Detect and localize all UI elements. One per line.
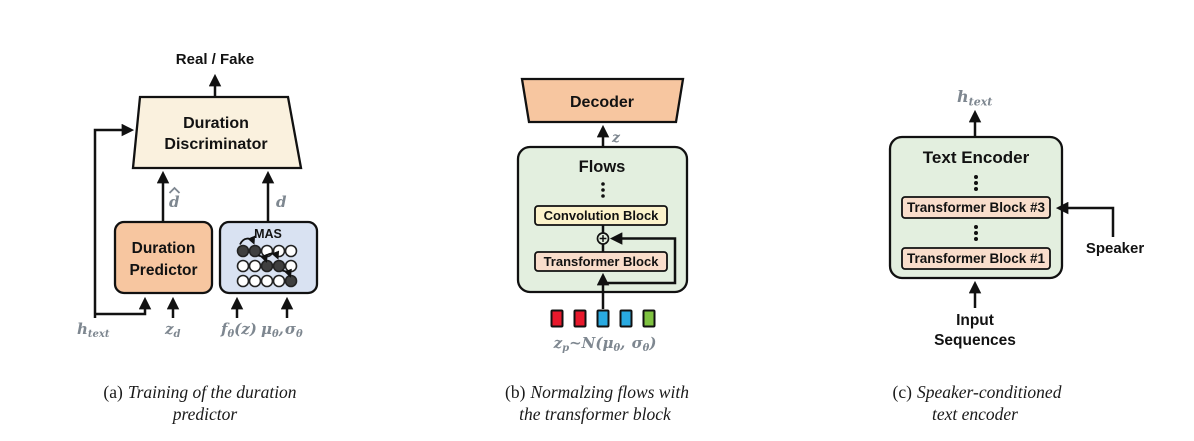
htext-label: htext [77, 320, 110, 340]
residual-connection-line [603, 232, 677, 285]
musigma-label: μθ,σθ [261, 320, 303, 340]
duration-predictor-label-line1: Duration [132, 240, 196, 257]
decoder-label: Decoder [570, 94, 634, 111]
prior-distribution-label: zp~N(μθ, σθ) [553, 334, 657, 354]
transformer-block-3-box [901, 196, 1051, 219]
mas-arc-2 [257, 253, 268, 263]
mas-arc-4 [281, 268, 292, 278]
duration-discriminator-box [131, 95, 303, 170]
text-encoder-label: Text Encoder [923, 148, 1030, 167]
panel-a-duration-training: Real / Fake Duration Discriminator Durat… [77, 51, 319, 424]
mas-node [248, 244, 262, 258]
mas-path-arrows [239, 235, 292, 278]
duration-discriminator-label-line1: Duration [183, 115, 249, 132]
htext-output-label: htext [957, 87, 992, 109]
caption-a-line1: (a)Training of the duration [103, 382, 296, 402]
mas-node [236, 274, 250, 288]
mas-node [248, 274, 262, 288]
convolution-block-box [534, 205, 668, 226]
htext-to-predictor-line [95, 296, 152, 316]
duration-predictor-box [113, 220, 214, 295]
flows-label: Flows [579, 158, 626, 176]
transformer-block-label: Transformer Block [544, 254, 660, 269]
vertical-ellipsis [601, 182, 605, 198]
zd-label: zd [164, 320, 181, 340]
duration-discriminator-label-line2: Discriminator [164, 136, 267, 153]
transformer-block-1-label: Transformer Block #1 [907, 251, 1046, 266]
caption-a-line2: predictor [171, 404, 238, 424]
decoder-box [520, 77, 685, 124]
latent-square [573, 309, 587, 328]
latent-square [550, 309, 564, 328]
d-label: d [276, 193, 287, 211]
input-label-line1: Input [956, 312, 994, 329]
latent-square [596, 309, 610, 328]
convolution-block-label: Convolution Block [544, 208, 660, 223]
caption-b-line2: the transformer block [519, 404, 672, 424]
mas-node [248, 259, 262, 273]
latent-squares [550, 309, 656, 328]
speaker-label: Speaker [1086, 240, 1145, 257]
mas-node [236, 259, 250, 273]
mas-arc-3 [263, 250, 280, 260]
mas-node [284, 274, 298, 288]
vertical-ellipsis [974, 175, 978, 191]
input-label-line2: Sequences [934, 332, 1016, 349]
panel-c-text-encoder: htext Text Encoder Transformer Block #3 … [888, 87, 1145, 424]
speaker-conditioning-line [1055, 201, 1115, 237]
transformer-block-3-label: Transformer Block #3 [907, 200, 1046, 215]
fz-label: fθ(z) [220, 320, 257, 340]
htext-to-discriminator-line [93, 123, 135, 318]
transformer-block-box [534, 251, 668, 272]
mas-node [284, 244, 298, 258]
panel-b-normalizing-flows: Decoder z Flows Convolution Block Transf… [505, 77, 689, 424]
mas-node [260, 259, 274, 273]
mas-node [284, 259, 298, 273]
vertical-ellipsis [974, 225, 978, 241]
hat-accent [168, 186, 181, 194]
mas-alignment-grid [236, 244, 298, 288]
mas-label: MAS [254, 227, 282, 241]
caption-c-line1: (c)Speaker-conditioned [893, 382, 1062, 402]
mas-node [236, 244, 250, 258]
duration-predictor-label-line2: Predictor [129, 262, 197, 279]
latent-square [642, 309, 656, 328]
caption-c-line2: text encoder [932, 404, 1018, 424]
real-fake-label: Real / Fake [176, 51, 254, 68]
latent-square [619, 309, 633, 328]
mas-node [272, 274, 286, 288]
d-hat-label: d [169, 193, 180, 211]
mas-node [260, 274, 274, 288]
mas-arc-1 [239, 235, 256, 245]
z-label: z [611, 130, 621, 146]
mas-node [272, 259, 286, 273]
transformer-block-1-box [901, 247, 1051, 270]
caption-b-line1: (b)Normalzing flows with [505, 382, 689, 402]
